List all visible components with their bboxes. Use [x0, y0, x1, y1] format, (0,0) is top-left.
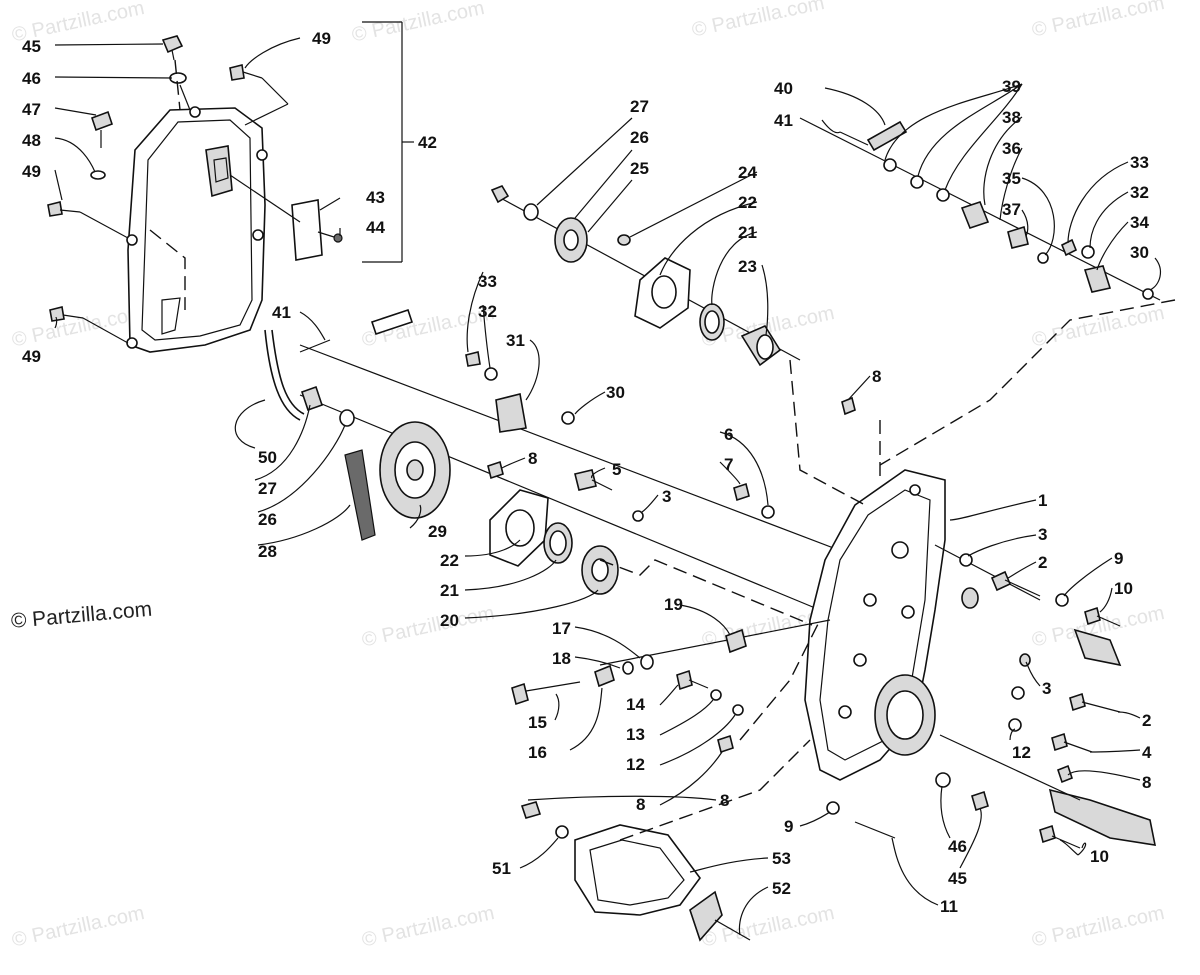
- callout-32: 32: [478, 302, 497, 321]
- callout-3: 3: [662, 487, 671, 506]
- callout-25: 25: [630, 159, 649, 178]
- callout-44: 44: [366, 218, 385, 237]
- callout-20: 20: [440, 611, 459, 630]
- callout-46: 46: [22, 69, 41, 88]
- callout-29: 29: [428, 522, 447, 541]
- callout-40: 40: [774, 79, 793, 98]
- callout-10: 10: [1114, 579, 1133, 598]
- callout-45: 45: [948, 869, 967, 888]
- callout-52: 52: [772, 879, 791, 898]
- callout-11: 11: [940, 897, 958, 916]
- callout-47: 47: [22, 100, 41, 119]
- callout-21: 21: [738, 223, 757, 242]
- callout-51: 51: [492, 859, 511, 878]
- callout-6: 6: [724, 425, 733, 444]
- callout-41: 41: [774, 111, 793, 130]
- callout-23: 23: [738, 257, 757, 276]
- callout-13: 13: [626, 725, 645, 744]
- callout-8: 8: [636, 795, 645, 814]
- callout-27: 27: [258, 479, 277, 498]
- tensioner-block: [205, 145, 343, 261]
- callout-14: 14: [626, 695, 645, 714]
- callout-41: 41: [272, 303, 291, 322]
- callout-48: 48: [22, 131, 41, 150]
- callout-35: 35: [1002, 169, 1021, 188]
- callout-46: 46: [948, 837, 967, 856]
- callout-24: 24: [738, 163, 757, 182]
- chaincase-cover: [126, 106, 268, 353]
- callout-labels: 45 46 47 48 49 49 49 42 43 44 41 50 27 2…: [22, 29, 1152, 916]
- callout-16: 16: [528, 743, 547, 762]
- chaincase-housing: [804, 469, 1041, 781]
- callout-32: 32: [1130, 183, 1149, 202]
- callout-10: 10: [1090, 847, 1109, 866]
- callout-22: 22: [738, 193, 757, 212]
- lower-sprocket-group: [264, 329, 821, 611]
- callout-18: 18: [552, 649, 571, 668]
- callout-17: 17: [552, 619, 571, 638]
- upper-shaft-group: [490, 185, 801, 367]
- callout-8: 8: [1142, 773, 1151, 792]
- callout-26: 26: [630, 128, 649, 147]
- callout-8: 8: [872, 367, 881, 386]
- callout-26: 26: [258, 510, 277, 529]
- callout-3: 3: [1042, 679, 1051, 698]
- callout-1: 1: [1038, 491, 1047, 510]
- callout-9: 9: [784, 817, 793, 836]
- callout-21: 21: [440, 581, 459, 600]
- callout-27: 27: [630, 97, 649, 116]
- callout-31: 31: [506, 331, 525, 350]
- callout-30: 30: [1130, 243, 1149, 262]
- callout-38: 38: [1002, 108, 1021, 127]
- callout-5: 5: [612, 460, 621, 479]
- middle-tensioner-group: [299, 308, 866, 561]
- callout-30: 30: [606, 383, 625, 402]
- callout-42: 42: [418, 133, 437, 152]
- callout-50: 50: [258, 448, 277, 467]
- callout-9: 9: [1114, 549, 1123, 568]
- right-side-hardware: [826, 553, 1157, 849]
- callout-15: 15: [528, 713, 547, 732]
- callout-8: 8: [528, 449, 537, 468]
- callout-12: 12: [626, 755, 645, 774]
- callout-45: 45: [22, 37, 41, 56]
- callout-37: 37: [1002, 200, 1021, 219]
- upper-right-tensioner-group: [799, 117, 1161, 301]
- callout-28: 28: [258, 542, 277, 561]
- callout-34: 34: [1130, 213, 1149, 232]
- leader-lines: [54, 37, 1162, 936]
- bottom-bracket: [520, 801, 751, 942]
- callout-33: 33: [478, 272, 497, 291]
- bracket-42: [362, 21, 414, 263]
- callout-33: 33: [1130, 153, 1149, 172]
- callout-49: 49: [312, 29, 331, 48]
- assembly-lines: [174, 59, 1176, 841]
- callout-8: 8: [720, 791, 729, 810]
- callout-22: 22: [440, 551, 459, 570]
- callout-19: 19: [664, 595, 683, 614]
- cover-fasteners: [47, 35, 289, 344]
- callout-2: 2: [1142, 711, 1151, 730]
- callout-36: 36: [1002, 139, 1021, 158]
- callout-3: 3: [1038, 525, 1047, 544]
- callout-7: 7: [724, 455, 733, 474]
- callout-2: 2: [1038, 553, 1047, 572]
- callout-12: 12: [1012, 743, 1031, 762]
- callout-43: 43: [366, 188, 385, 207]
- callout-39: 39: [1002, 77, 1021, 96]
- callout-49: 49: [22, 347, 41, 366]
- lower-left-hardware: [487, 396, 856, 754]
- callout-53: 53: [772, 849, 791, 868]
- callout-49: 49: [22, 162, 41, 181]
- callout-4: 4: [1142, 743, 1152, 762]
